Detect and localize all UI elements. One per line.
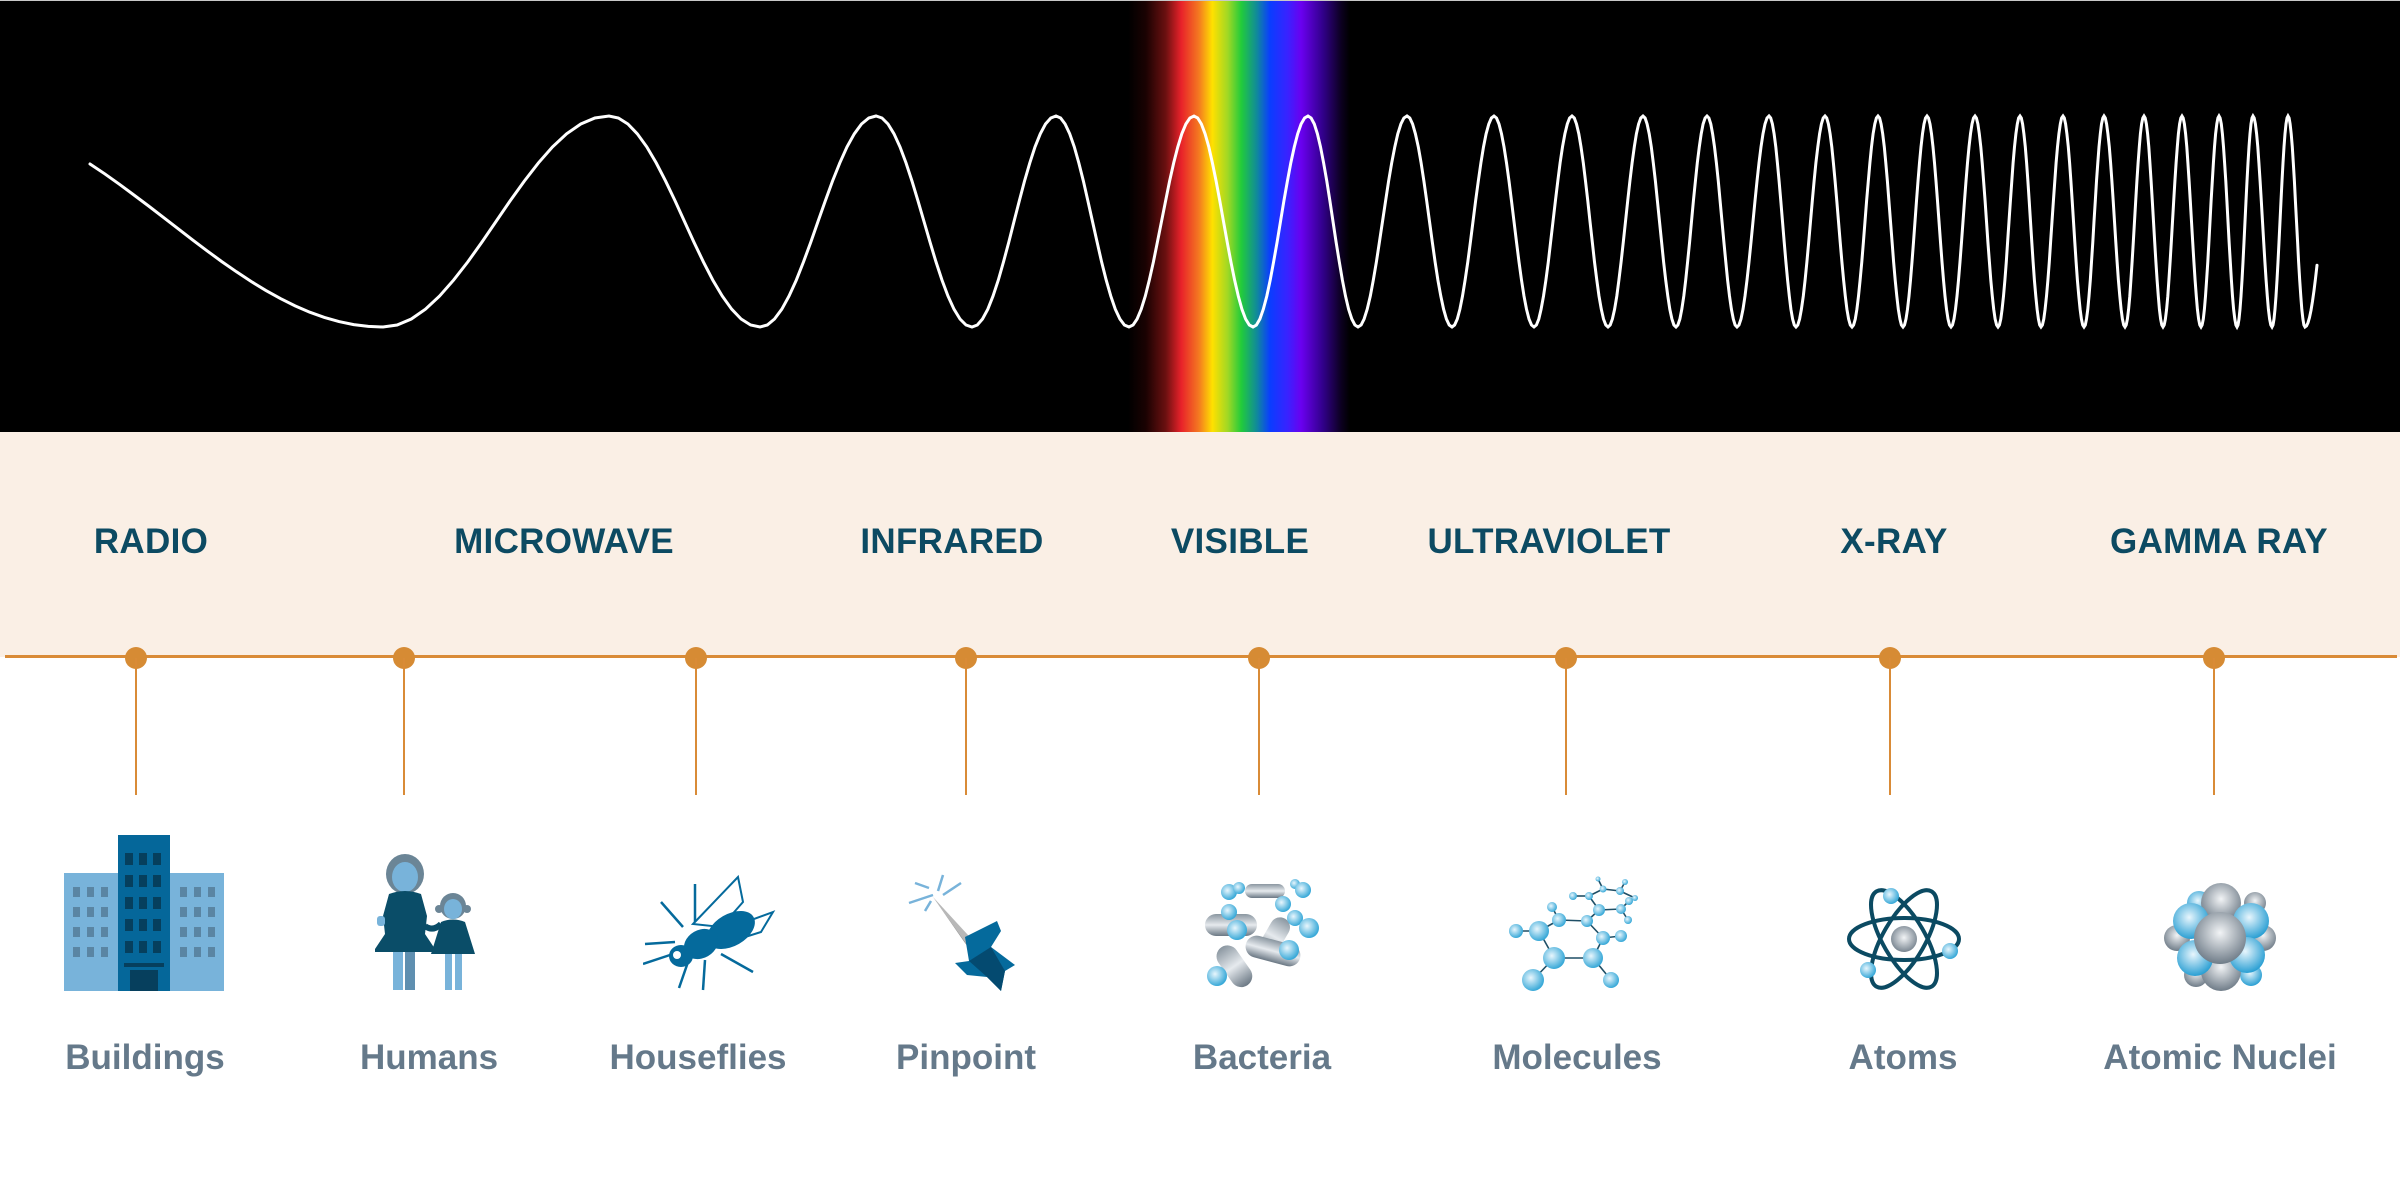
humans-icon (375, 854, 481, 991)
item-label-atomic-nuclei: Atomic Nuclei (2103, 1038, 2337, 1077)
item-label-buildings: Buildings (65, 1038, 225, 1077)
node-stem (2213, 658, 2215, 795)
item-label-humans: Humans (359, 1038, 499, 1077)
electromagnetic-wave (88, 112, 2319, 331)
node-stem (1258, 658, 1260, 795)
node-stem (1565, 658, 1567, 795)
housefly-icon (643, 872, 778, 992)
item-label-bacteria: Bacteria (1192, 1038, 1332, 1077)
item-label-atoms: Atoms (1848, 1038, 1958, 1077)
wave-panel (0, 1, 2400, 432)
item-label-pinpoint: Pinpoint (896, 1038, 1036, 1077)
atom-icon (1846, 886, 1962, 992)
band-label-strip (0, 432, 2400, 657)
scale-timeline (5, 655, 2397, 658)
band-label-microwave: MICROWAVE (454, 522, 674, 561)
node-stem (695, 658, 697, 795)
band-label-ultraviolet: ULTRAVIOLET (1427, 522, 1671, 561)
item-label-molecules: Molecules (1492, 1038, 1662, 1077)
visible-spectrum-gradient (1128, 1, 1350, 432)
molecule-icon (1509, 876, 1645, 992)
band-label-radio: RADIO (93, 522, 209, 561)
node-stem (965, 658, 967, 795)
top-border (0, 0, 2400, 1)
node-stem (135, 658, 137, 795)
band-label-x-ray: X-RAY (1840, 522, 1948, 561)
node-stem (1889, 658, 1891, 795)
band-label-infrared: INFRARED (860, 522, 1044, 561)
band-label-gamma-ray: GAMMA RAY (2110, 522, 2328, 561)
atomic-nucleus-icon (2163, 883, 2277, 993)
node-stem (403, 658, 405, 795)
pushpin-icon (905, 873, 1027, 991)
band-label-visible: VISIBLE (1170, 522, 1310, 561)
bacteria-icon (1203, 876, 1319, 992)
buildings-icon (64, 835, 224, 992)
item-label-houseflies: Houseflies (609, 1038, 787, 1077)
